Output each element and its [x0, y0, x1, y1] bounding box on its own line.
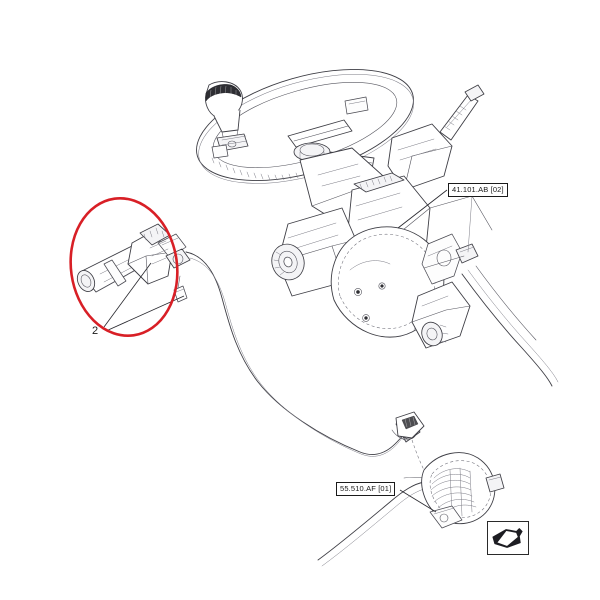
leader-41101: [397, 189, 448, 229]
reference-label-55510[interactable]: 55.510.AF [01]: [336, 482, 396, 496]
hydraulic-hose-secondary: [461, 265, 559, 387]
cylinder-fitting-block: [127, 223, 191, 285]
hydraulic-hose-main: [185, 251, 405, 457]
harness-connector: [391, 411, 425, 471]
tilt-lever: [439, 84, 485, 141]
highlight-ellipse: [69, 196, 179, 338]
pointing-hand-icon: [492, 528, 523, 548]
callout-number-2: 2: [92, 325, 99, 337]
steering-spinner-knob: [205, 81, 249, 159]
reference-label-41101[interactable]: 41.101.AB [02]: [448, 183, 508, 197]
leader-55510: [399, 489, 437, 513]
leader-lines: [103, 189, 448, 513]
pointing-hand-symbol-box: [487, 521, 529, 555]
leader-callout-2a: [103, 262, 152, 328]
steering-gearbox-assembly: [271, 172, 493, 349]
hydraulic-steering-cylinder: [76, 223, 191, 303]
electrical-sensor-connector-assembly: [421, 452, 505, 529]
